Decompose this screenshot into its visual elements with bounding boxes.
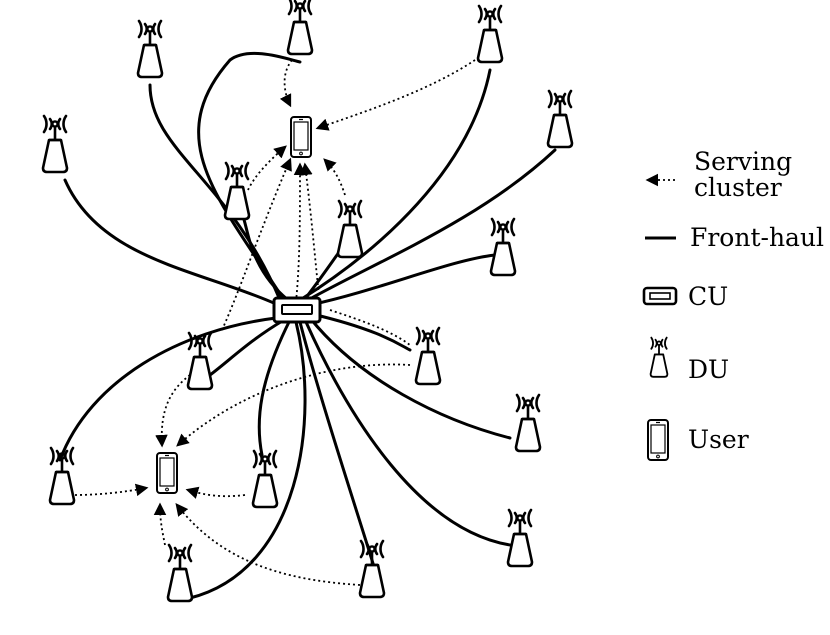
du-icon (166, 543, 194, 603)
legend-front-haul-label: Front-haul (690, 223, 824, 252)
legend-user-label: User (688, 425, 749, 454)
legend-front-haul: Front-haul (645, 223, 824, 252)
serving-cluster-links (74, 59, 476, 586)
legend-du: DU (649, 336, 729, 384)
du-icon (136, 19, 164, 79)
du-icon (251, 449, 279, 509)
du-icon (506, 508, 534, 568)
user-icon (156, 452, 178, 494)
user-icon (290, 116, 312, 158)
du-icon (358, 539, 386, 599)
du-icon (649, 336, 669, 378)
legend-cu-label: CU (688, 282, 728, 311)
legend-du-label: DU (688, 355, 729, 384)
legend-serving-label-1: Serving (694, 147, 792, 176)
user-icon (647, 419, 669, 461)
du-icon (336, 199, 364, 259)
du-icon (223, 161, 251, 221)
du-icon (41, 114, 69, 174)
cu-node (272, 296, 322, 324)
du-icon (514, 393, 542, 453)
legend-serving-label-2: cluster (694, 173, 782, 202)
legend-user: User (647, 419, 749, 461)
legend-serving-cluster: Serving cluster (645, 147, 792, 202)
legend-cu: CU (642, 282, 728, 311)
du-icon (286, 0, 314, 56)
du-icon (476, 4, 504, 64)
legend: Serving cluster Front-haul CU DU User (642, 147, 824, 461)
du-icon (546, 89, 574, 149)
du-icon (186, 331, 214, 391)
du-icon (414, 326, 442, 386)
du-icon (489, 217, 517, 277)
